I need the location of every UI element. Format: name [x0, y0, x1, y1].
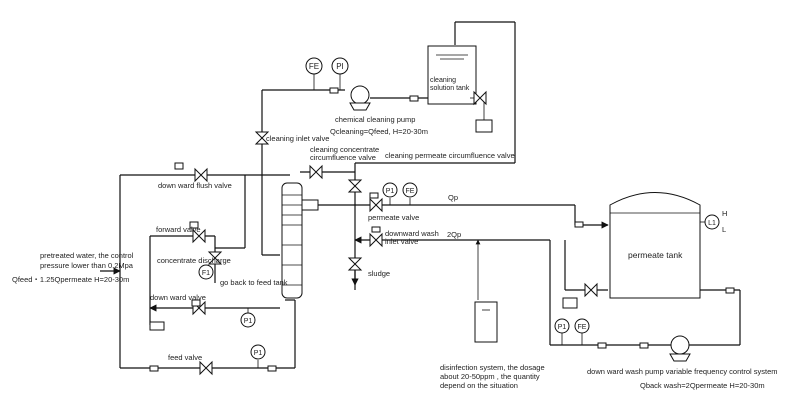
permeate-tank-label: permeate tank: [628, 250, 683, 260]
chem-pump-label: chemical cleaning pump: [335, 115, 415, 124]
down-flush-valve-label: down ward flush valve: [158, 181, 232, 190]
membrane-module: [281, 182, 319, 299]
p1-label-wash: P1: [558, 324, 567, 331]
cleaning-concentrate-label-2: circumfluence valve: [310, 153, 376, 162]
drain-tank: [149, 321, 165, 331]
cleaning-drain-tank: [475, 119, 493, 133]
two-qp-label: 2Qp: [447, 230, 461, 239]
instrument-fe-permeate: FE: [402, 182, 418, 205]
instrument-fe-cleaning: FE: [305, 57, 323, 90]
valve-set: [192, 90, 598, 376]
disinfection-label-3: depend on the situation: [440, 381, 518, 390]
pretreated-label-2: pressure lower than 0.2Mpa: [40, 261, 134, 270]
instrument-pi-cleaning: PI: [331, 57, 349, 90]
forward-valve-label: forward valve: [156, 225, 201, 234]
l1-label: L1: [708, 220, 716, 227]
cleaning-concentrate-label-1: cleaning concentrate: [310, 145, 379, 154]
level-h-label: H: [722, 209, 727, 218]
p1-label-downward: P1: [244, 318, 253, 325]
pi-label-cleaning: PI: [336, 62, 344, 71]
wash-pump-label: down ward wash pump variable frequency c…: [587, 367, 778, 376]
feed-valve-label: feed valve: [168, 353, 202, 362]
qp-label: Qp: [448, 193, 458, 202]
disinfection-label-2: about 20-50ppm , the quantity: [440, 372, 540, 381]
f1-label: F1: [202, 270, 210, 277]
level-l-label: L: [722, 225, 726, 234]
fe-label-permeate: FE: [406, 188, 415, 195]
fe-label-cleaning: FE: [309, 62, 319, 71]
go-back-label: go back to feed tank: [220, 278, 288, 287]
instrument-p1-feed: P1: [250, 344, 266, 368]
qcleaning-label: Qcleaning=Qfeed, H=20-30m: [330, 127, 428, 136]
instrument-f1-discharge: F1: [198, 264, 214, 280]
cleaning-permeate-circ-label: cleaning permeate circumfluence valve: [385, 151, 515, 160]
downward-wash-label-2: inlet valve: [385, 237, 418, 246]
p1-label-feed: P1: [254, 350, 263, 357]
downward-wash-label-1: downward wash: [385, 229, 439, 238]
instrument-p1-downward: P1: [240, 308, 256, 328]
p1-label-permeate: P1: [386, 188, 395, 195]
cleaning-solution-tank: [427, 45, 477, 105]
cleaning-tank-label-1: cleaning: [430, 77, 456, 84]
concentrate-discharge-label: concentrate discharge: [157, 256, 231, 265]
overflow-tank: [562, 297, 578, 309]
cleaning-inlet-valve-label: cleaning inlet valve: [266, 134, 329, 143]
cleaning-tank-label-2: solution tank: [430, 85, 470, 92]
qback-label: Qback wash=2Qpermeate H=20-30m: [640, 381, 765, 390]
instrument-l1-level: L1: [700, 214, 720, 230]
instrument-p1-wash: P1: [554, 318, 570, 345]
permeate-tank: [609, 192, 701, 299]
permeate-valve-label: permeate valve: [368, 213, 419, 222]
instrument-fe-wash: FE: [574, 318, 590, 345]
disinfection-tank: [474, 301, 498, 343]
down-ward-valve-label: down ward valve: [150, 293, 206, 302]
fe-label-wash: FE: [578, 324, 587, 331]
disinfection-label-1: disinfection system, the dosage: [440, 363, 545, 372]
instrument-p1-permeate: P1: [382, 182, 398, 205]
pretreated-label-1: pretreated water, the control: [40, 251, 134, 260]
chemical-cleaning-pump: [349, 85, 371, 111]
flow-meters: [149, 87, 735, 372]
downward-wash-pump: [669, 335, 691, 362]
qfeed-label: Qfeed・1.25Qpermeate H=20-30m: [12, 275, 129, 284]
sludge-label: sludge: [368, 269, 390, 278]
